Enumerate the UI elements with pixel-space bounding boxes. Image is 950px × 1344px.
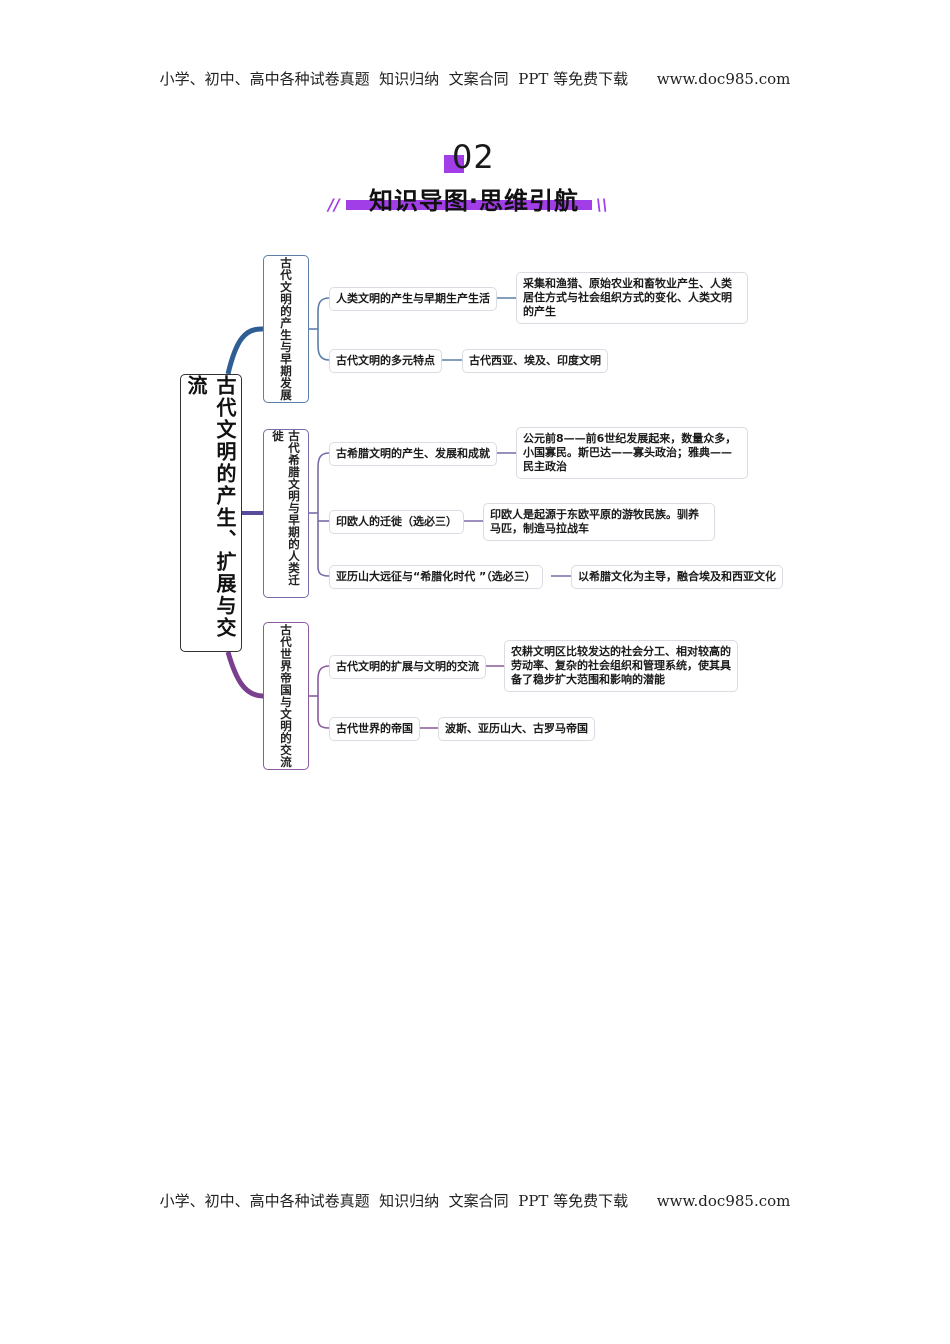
topic-node: 古代文明的多元特点 [329, 349, 442, 373]
branch-empires-exchange: 古代世界帝国与文明的交流 [263, 622, 309, 770]
section-number-accent [444, 155, 464, 173]
page-footer: 小学、初中、高中各种试卷真题 知识归纳 文案合同 PPT 等免费下载 www.d… [159, 1192, 791, 1210]
section-title: 知识导图·思维引航 [368, 187, 580, 215]
topic-node: 印欧人的迁徙（选必三） [329, 510, 464, 534]
branch-label: 古代世界帝国与文明的交流 [279, 624, 293, 768]
branch-label: 古代文明的产生与早期发展 [279, 257, 293, 401]
topic-node: 古希腊文明的产生、发展和成就 [329, 442, 497, 466]
topic-node: 亚历山大远征与“希腊化时代 ”（选必三） [329, 565, 543, 589]
detail-node: 以希腊文化为主导，融合埃及和西亚文化 [571, 565, 783, 589]
root-label: 古代文明的产生、扩展与交流 [184, 375, 237, 639]
detail-node: 印欧人是起源于东欧平原的游牧民族。驯养马匹，制造马拉战车 [483, 503, 715, 541]
detail-node: 古代西亚、埃及、印度文明 [462, 349, 608, 373]
branch-greek-civilization-migration: 古代希腊文明与早期的人类迁徙 [263, 429, 309, 598]
detail-node: 波斯、亚历山大、古罗马帝国 [438, 717, 595, 741]
topic-node: 人类文明的产生与早期生产生活 [329, 287, 497, 311]
detail-node: 采集和渔猎、原始农业和畜牧业产生、人类居住方式与社会组织方式的变化、人类文明的产… [516, 272, 748, 324]
detail-node: 农耕文明区比较发达的社会分工、相对较高的劳动率、复杂的社会组织和管理系统，使其具… [504, 640, 738, 692]
branch-origin-early-development: 古代文明的产生与早期发展 [263, 255, 309, 403]
decor-slash-right: \\ [596, 195, 608, 214]
decor-slash-left: // [328, 195, 340, 214]
branch-label: 古代希腊文明与早期的人类迁徙 [271, 430, 301, 586]
page-header: 小学、初中、高中各种试卷真题 知识归纳 文案合同 PPT 等免费下载 www.d… [159, 70, 791, 88]
detail-node: 公元前8——前6世纪发展起来，数量众多，小国寡民。斯巴达——寡头政治；雅典——民… [516, 427, 748, 479]
section-number: 02 [452, 138, 495, 176]
mindmap-root: 古代文明的产生、扩展与交流 [180, 374, 242, 652]
topic-node: 古代文明的扩展与文明的交流 [329, 655, 486, 679]
topic-node: 古代世界的帝国 [329, 717, 420, 741]
title-underline-bar [346, 200, 592, 210]
